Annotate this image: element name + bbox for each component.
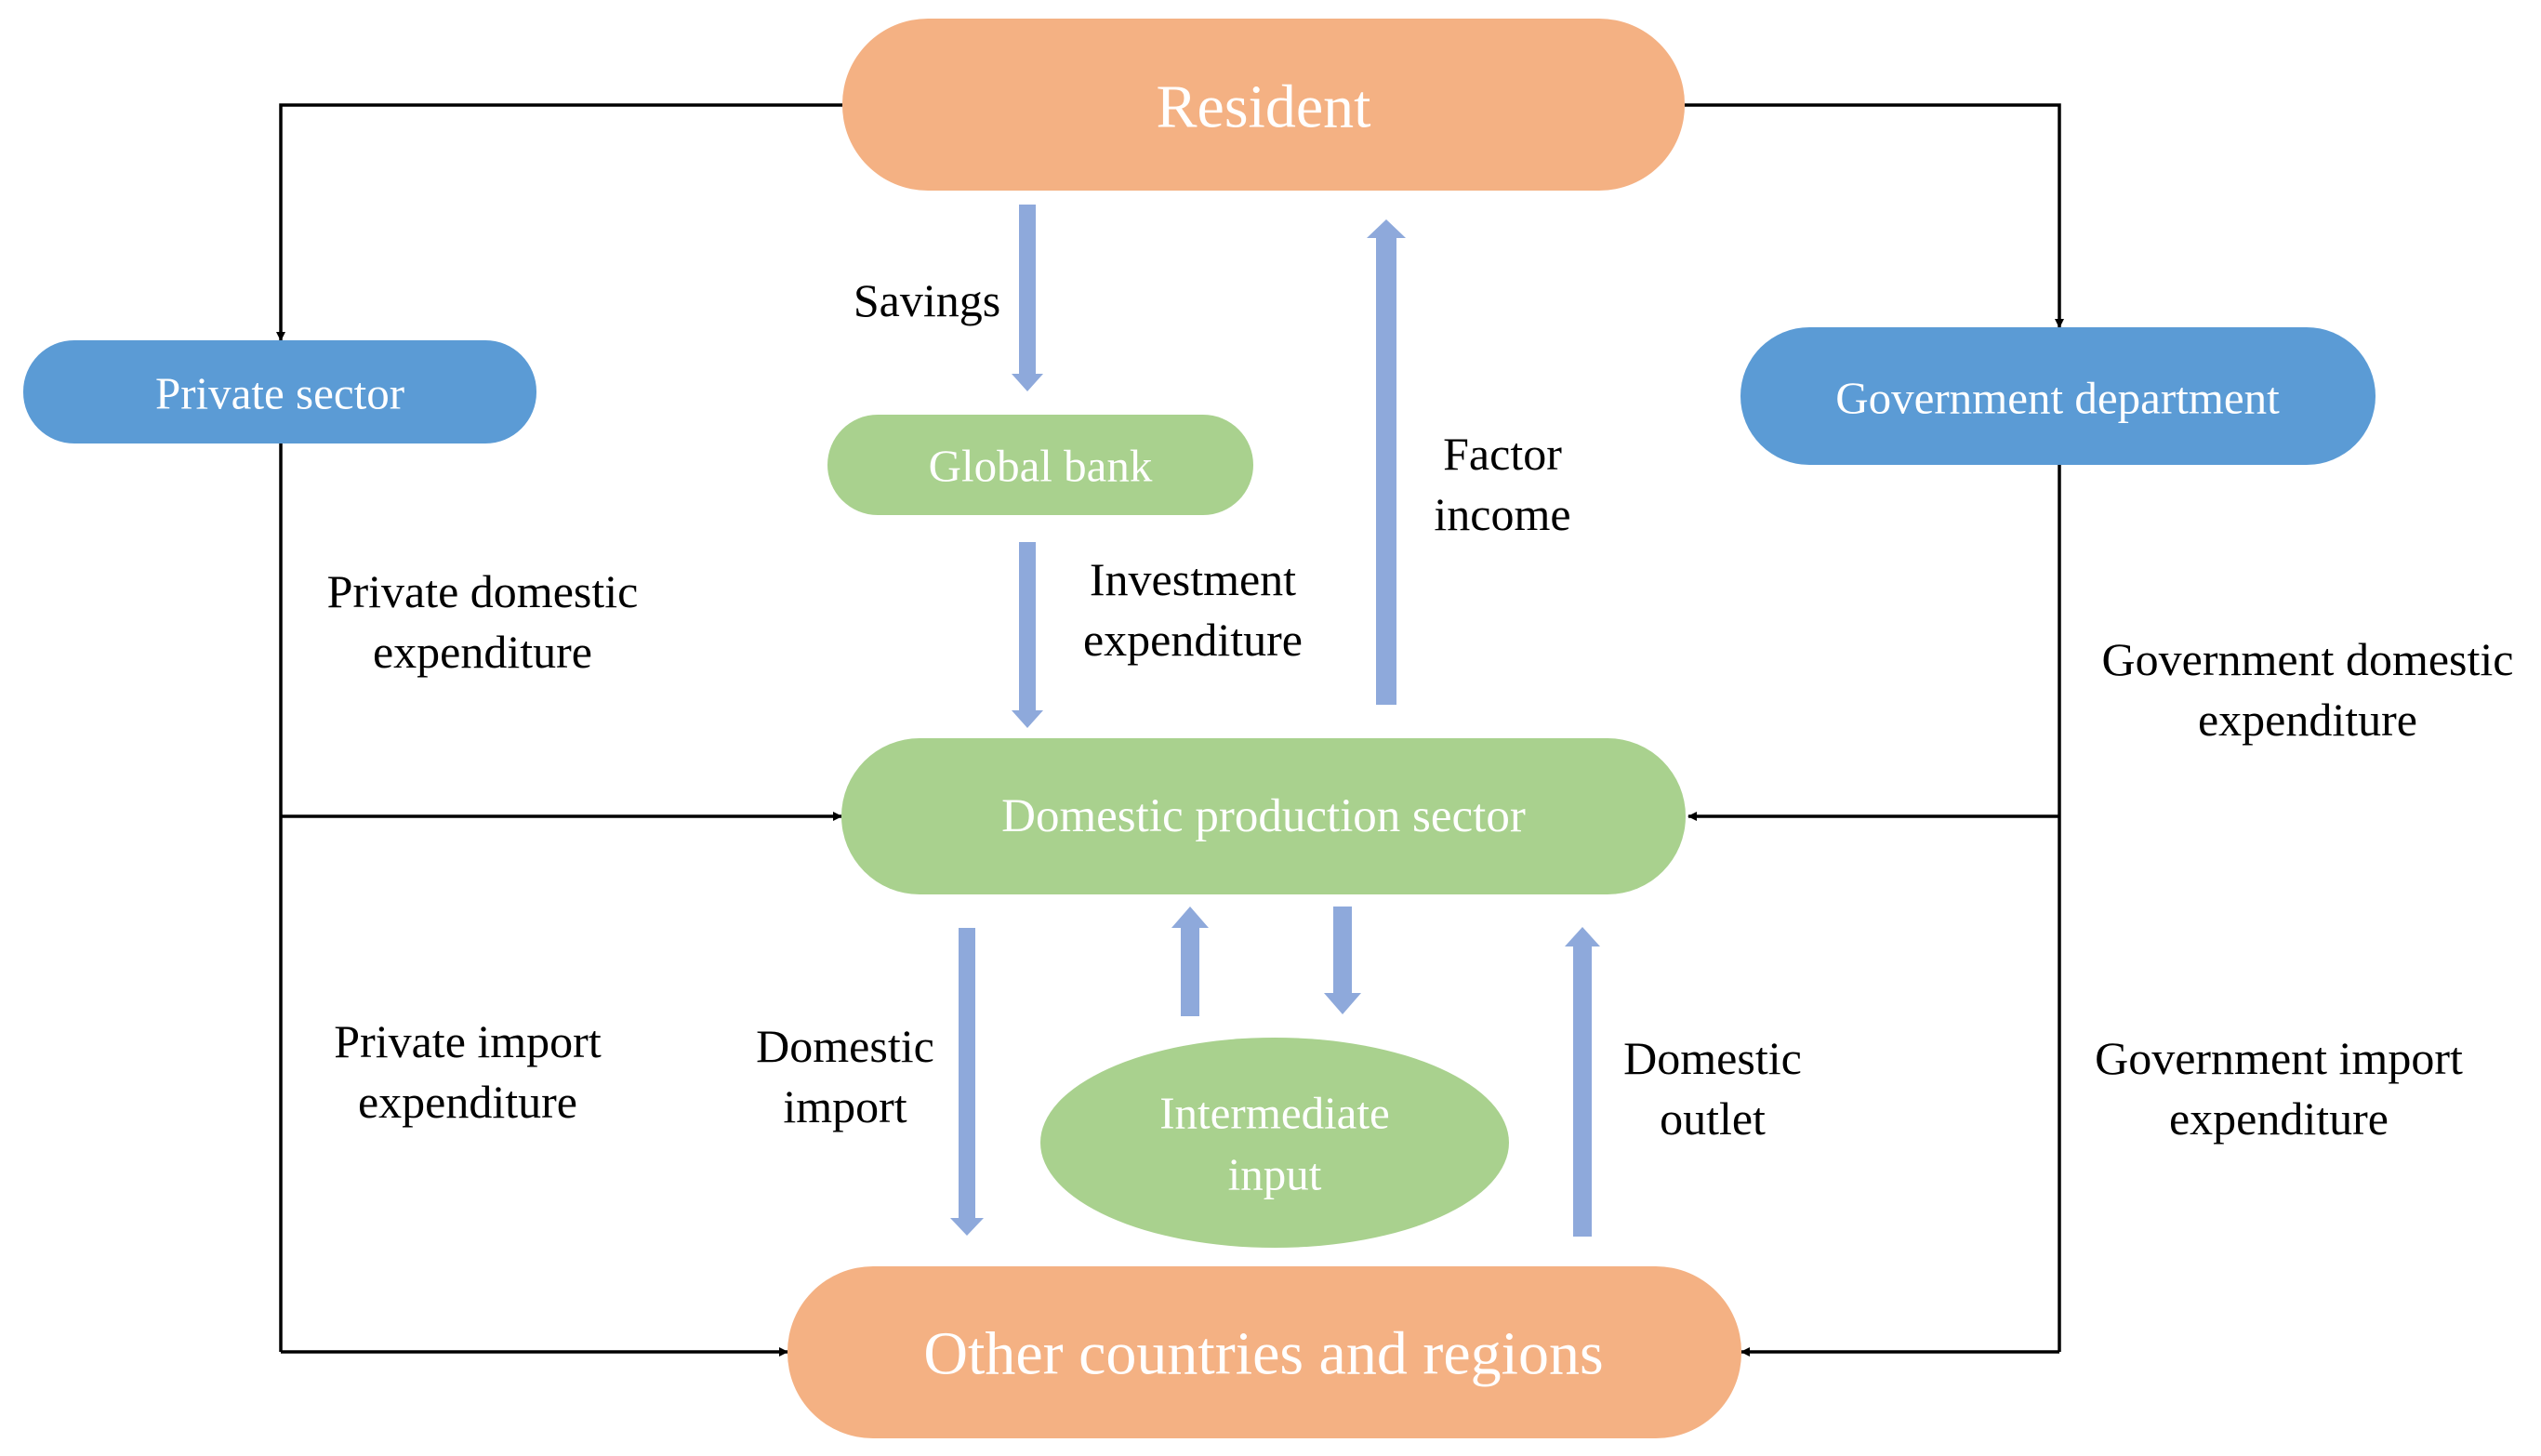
private-import-expenditure-label-line1: Private import	[334, 1015, 602, 1067]
node-private-sector: Private sector	[23, 340, 536, 443]
factor-income-label-line2: income	[1434, 488, 1570, 540]
flow-arrows	[950, 205, 1600, 1237]
investment-expenditure-arrow	[1012, 542, 1043, 728]
other-countries-shape	[787, 1266, 1741, 1438]
resident-to-government-line	[1685, 103, 2064, 328]
intermediate-input-label-line2: input	[1228, 1149, 1322, 1200]
investment-expenditure-label-line1: Investment	[1090, 553, 1296, 605]
government-domestic-expenditure-label-line2: expenditure	[2198, 694, 2417, 746]
intermediate-input-up-arrow	[1171, 907, 1209, 1016]
node-government-department: Government department	[1740, 327, 2376, 465]
investment-expenditure-label-line2: expenditure	[1083, 614, 1303, 666]
government-import-expenditure-label-line1: Government import	[2095, 1032, 2463, 1084]
private-import-expenditure-label-line2: expenditure	[358, 1076, 577, 1128]
domestic-outlet-arrow	[1565, 927, 1600, 1237]
domestic-outlet-label-line1: Domestic	[1623, 1032, 1802, 1084]
government-department-label: Government department	[1835, 373, 2280, 424]
private-sector-label: Private sector	[155, 368, 404, 419]
government-department-shape	[1740, 327, 2376, 465]
private-domestic-expenditure-label-line2: expenditure	[373, 626, 592, 678]
domestic-production-sector-shape	[841, 738, 1686, 894]
savings-arrow	[1012, 205, 1043, 391]
global-bank-label: Global bank	[929, 441, 1153, 492]
private-sector-shape	[23, 340, 536, 443]
resident-shape	[842, 19, 1685, 191]
government-import-expenditure-label-line2: expenditure	[2169, 1092, 2389, 1145]
domestic-import-label-line2: import	[783, 1080, 907, 1132]
node-domestic-production-sector: Domestic production sector	[841, 738, 1686, 894]
resident-to-private-sector-line	[276, 103, 842, 341]
private-domestic-expenditure-label-line1: Private domestic	[327, 565, 639, 617]
other-countries-label: Other countries and regions	[923, 1320, 1603, 1388]
node-other-countries: Other countries and regions	[787, 1266, 1741, 1438]
resident-label: Resident	[1157, 73, 1371, 141]
intermediate-input-label-line1: Intermediate	[1159, 1088, 1390, 1139]
factor-income-arrow	[1367, 219, 1406, 705]
domestic-production-sector-label: Domestic production sector	[1001, 790, 1526, 842]
node-intermediate-input: Intermediate input	[1040, 1038, 1509, 1248]
domestic-outlet-label-line2: outlet	[1660, 1092, 1766, 1145]
government-domestic-expenditure-label-line1: Government domestic	[2102, 633, 2514, 685]
savings-label: Savings	[854, 274, 1000, 326]
domestic-import-arrow	[950, 928, 984, 1236]
node-resident: Resident	[842, 19, 1685, 191]
node-global-bank: Global bank	[827, 415, 1253, 515]
intermediate-input-down-arrow	[1324, 907, 1361, 1014]
flow-labels: Savings Factor income Investment expendi…	[327, 274, 2514, 1145]
global-bank-shape	[827, 415, 1253, 515]
intermediate-input-shape	[1040, 1038, 1509, 1248]
domestic-import-label-line1: Domestic	[756, 1020, 934, 1072]
factor-income-label-line1: Factor	[1443, 428, 1562, 480]
connector-lines	[276, 103, 2064, 1357]
